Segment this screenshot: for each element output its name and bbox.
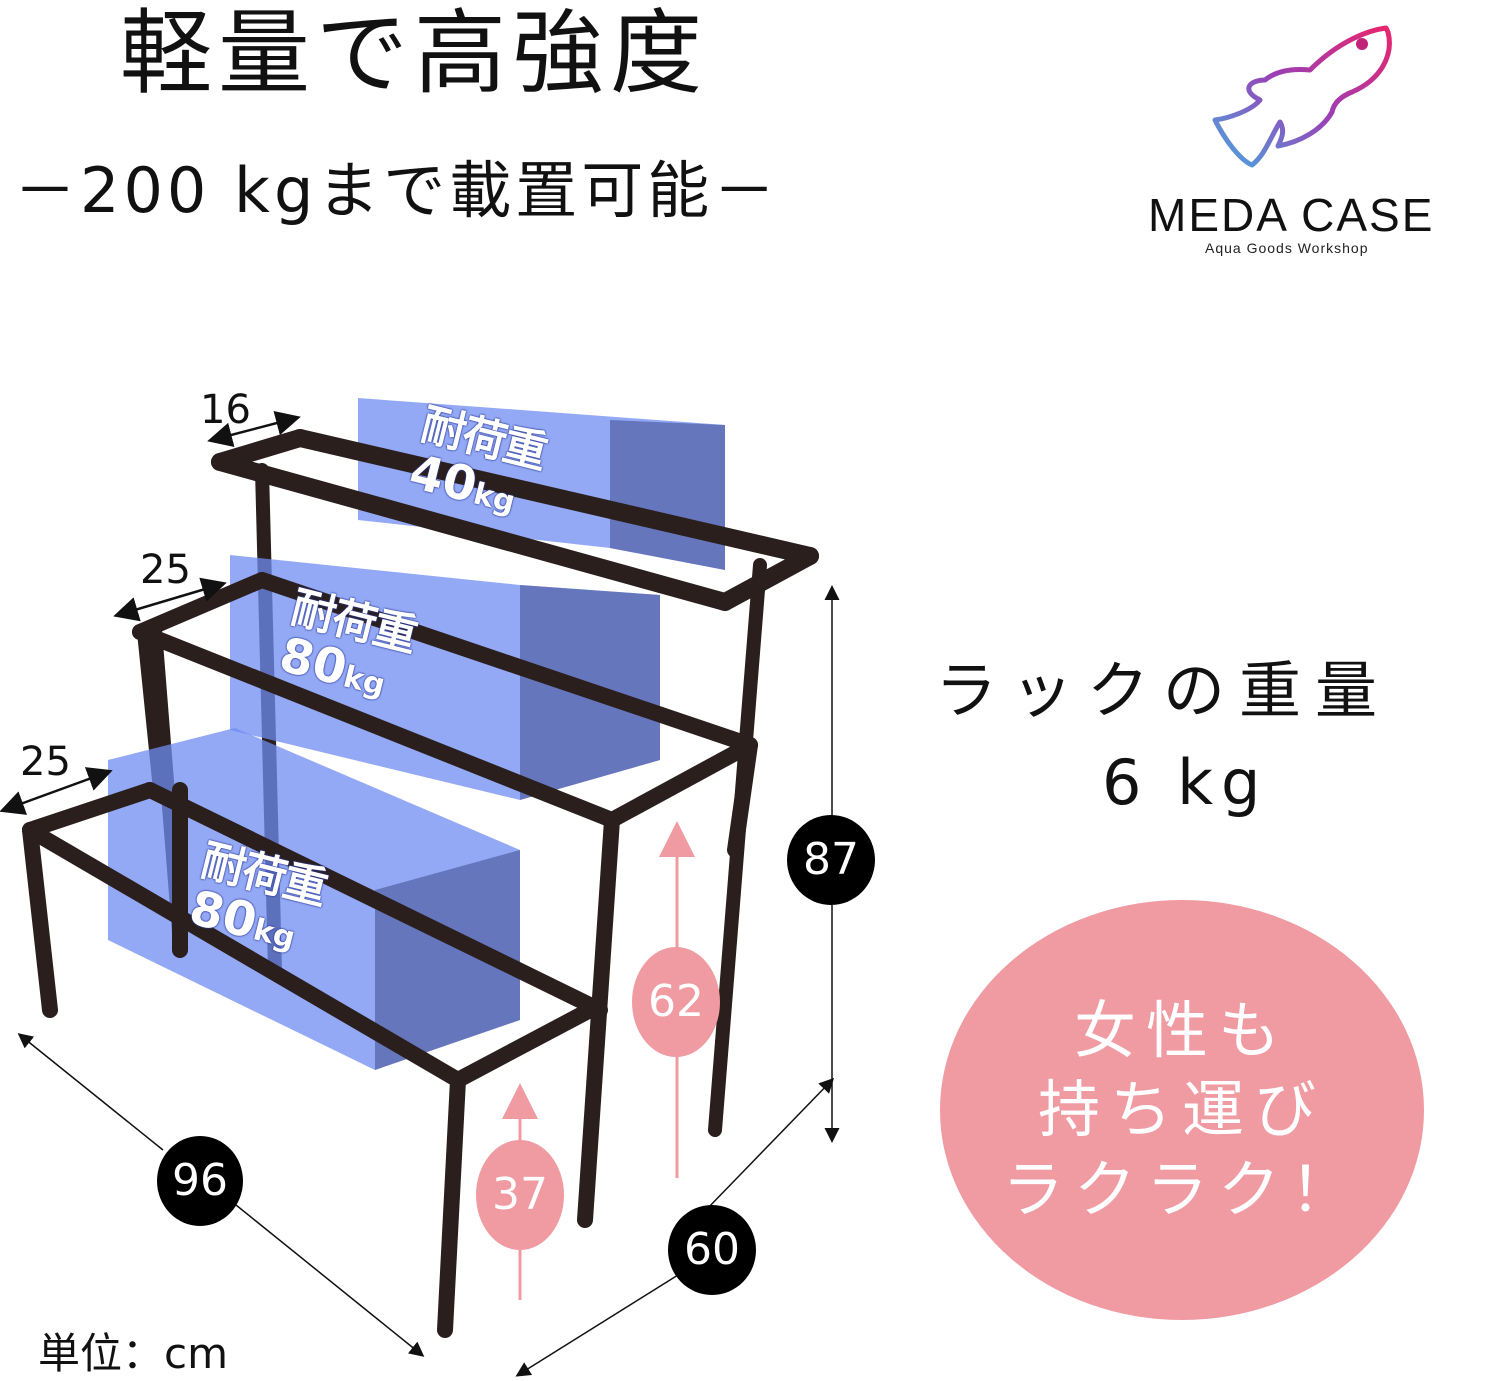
depth-label-bottom: 25 <box>20 739 71 785</box>
depth-label-middle: 25 <box>140 547 191 593</box>
promo-badge: 女性も 持ち運び ラクラク！ <box>940 900 1424 1320</box>
fish-outline-icon <box>1212 25 1392 168</box>
height-bottom-badge: 37 <box>476 1140 564 1250</box>
depth-label-top: 16 <box>200 387 251 433</box>
unit-note: 単位：cm <box>38 1329 229 1378</box>
promo-line-1: 女性も <box>1073 993 1290 1067</box>
subheadline: －200 kgまで載置可能－ <box>14 154 780 227</box>
promo-line-3: ラクラク！ <box>1001 1152 1362 1226</box>
depth-badge: 60 <box>668 1205 756 1295</box>
height-middle-badge: 62 <box>632 947 720 1057</box>
headline: 軽量で高強度 <box>120 0 709 107</box>
rack-weight-value: 6 kg <box>1102 746 1269 819</box>
brand-tagline: Aqua Goods Workshop <box>1205 240 1369 256</box>
brand-name: MEDA CASE <box>1148 189 1435 241</box>
width-badge: 96 <box>157 1136 243 1226</box>
rack-weight-title: ラックの重量 <box>935 654 1392 727</box>
rack-illustration <box>0 398 840 1377</box>
height-total-badge: 87 <box>787 815 875 905</box>
promo-line-2: 持ち運び <box>1037 1073 1326 1147</box>
